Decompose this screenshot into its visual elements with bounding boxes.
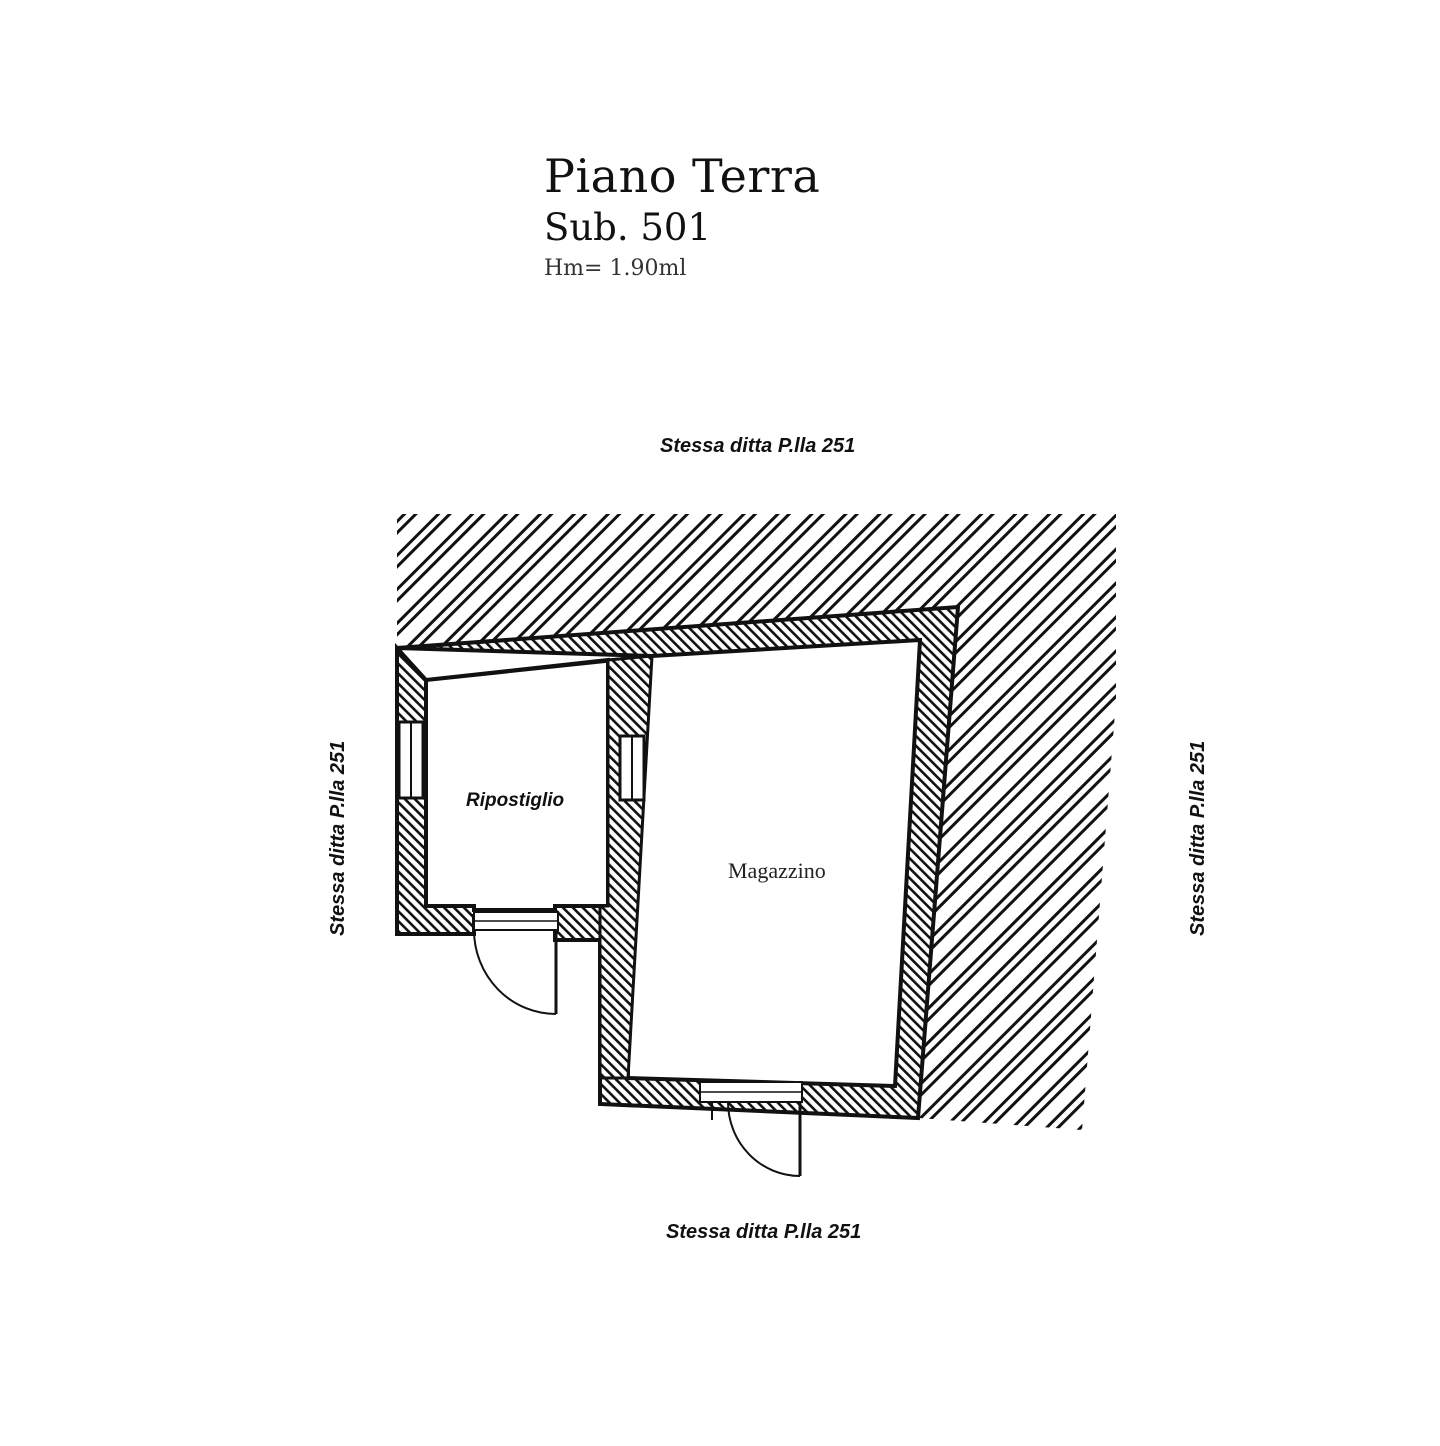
neighbor-label-right: Stessa ditta P.lla 251 [1187,741,1209,936]
room-label-magazzino: Magazzino [728,858,826,883]
plan-title: Piano Terra [544,149,821,203]
door-swing-magazzino [727,1101,801,1177]
height-note: Hm= 1.90ml [544,256,687,281]
neighbor-label-bottom: Stessa ditta P.lla 251 [666,1221,861,1243]
neighbor-label-left: Stessa ditta P.lla 251 [327,741,349,936]
partition-wall [598,654,654,1080]
neighbor-label-top: Stessa ditta P.lla 251 [660,435,855,457]
building-walls [395,604,961,1121]
plan-subtitle: Sub. 501 [544,206,712,249]
title-block: Piano Terra Sub. 501 Hm= 1.90ml [544,148,820,286]
door-swing-ripostiglio [473,929,557,1015]
neighbor-hatch-area [397,514,1116,1130]
room-label-ripostiglio: Ripostiglio [466,790,564,811]
